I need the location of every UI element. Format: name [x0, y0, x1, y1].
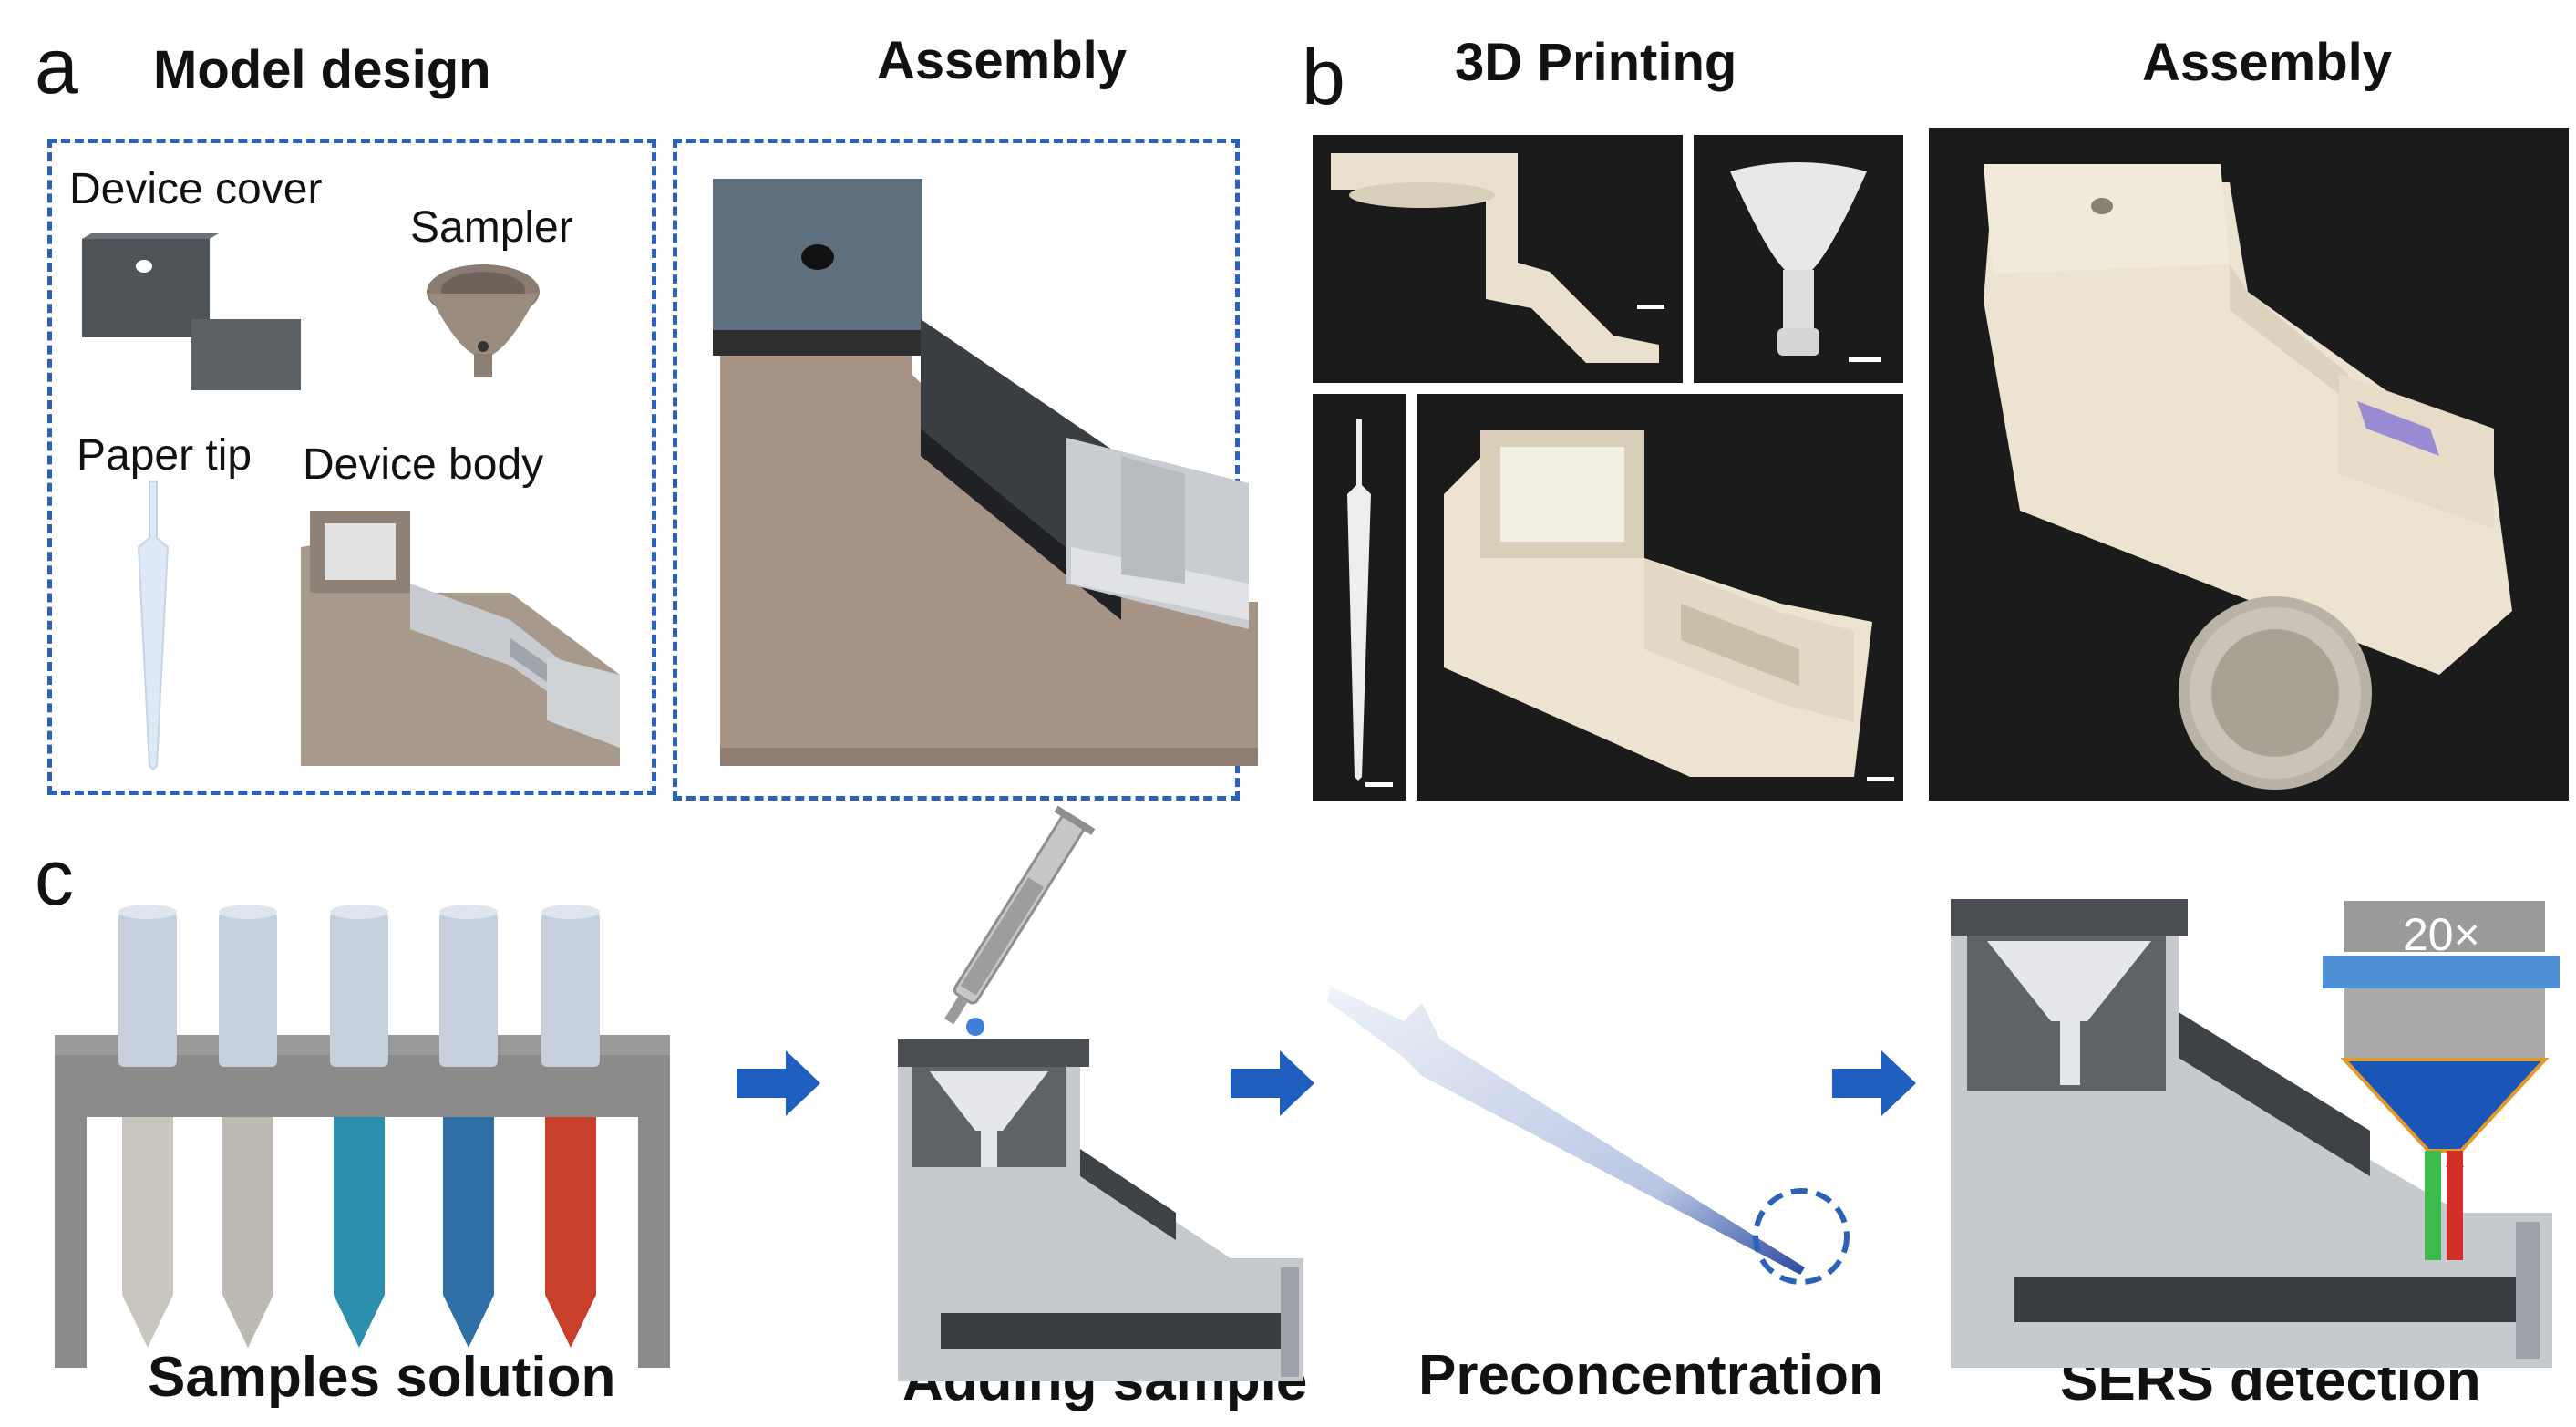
scale-bar: [1637, 305, 1664, 309]
assembly-a-title: Assembly: [877, 31, 1128, 90]
model-design-box: [47, 139, 656, 795]
objective-magnification-label: 20×: [2403, 909, 2480, 960]
scale-bar: [1365, 782, 1393, 787]
printed-sampler-photo: [1694, 135, 1903, 383]
sampler-label: Sampler: [410, 203, 573, 252]
detection-zone-circle: [1753, 1188, 1850, 1285]
scale-bar: [1867, 777, 1894, 781]
step-samples-caption: Samples solution: [148, 1346, 616, 1409]
assembly-b-title: Assembly: [2142, 33, 2393, 92]
paper-tip-label: Paper tip: [77, 431, 252, 480]
syringe: [944, 805, 1096, 1025]
panel-c-letter: c: [35, 834, 74, 922]
tube-4: [439, 905, 498, 1348]
assembled-device-photo: [1929, 128, 2569, 801]
device-body-label: Device body: [303, 440, 544, 489]
scale-bar: [1849, 357, 1881, 362]
panel-a-letter: a: [35, 23, 78, 110]
printed-cover-photo: [1313, 135, 1683, 383]
model-design-title: Model design: [153, 40, 491, 99]
printing-title: 3D Printing: [1455, 33, 1737, 92]
tube-5: [541, 905, 600, 1348]
step-preconcentration-caption: Preconcentration: [1418, 1344, 1883, 1407]
panel-b-letter: b: [1302, 34, 1345, 121]
tube-1: [118, 905, 177, 1348]
tube-2: [219, 905, 277, 1348]
printed-paper-tip-photo: [1313, 394, 1406, 801]
assembly-box: [673, 139, 1240, 801]
device-cover-label: Device cover: [69, 165, 323, 213]
printed-body-photo: [1417, 394, 1903, 801]
tube-3: [330, 905, 388, 1348]
